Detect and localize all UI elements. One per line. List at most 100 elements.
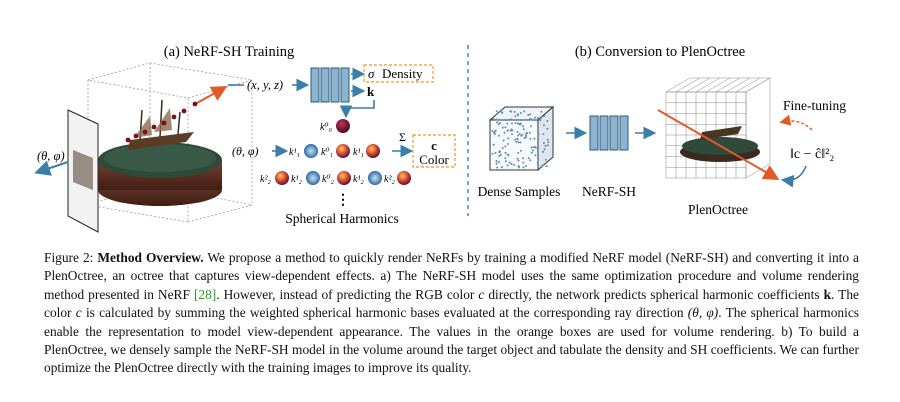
caption-bold: Method Overview.: [97, 250, 204, 265]
sample-point: [519, 149, 522, 152]
octree-cell-line: [685, 77, 711, 93]
sample-point: [511, 122, 513, 125]
sample-point: [514, 138, 517, 141]
spherical-harmonics-label: Spherical Harmonics: [285, 211, 399, 226]
mlp-block-b: [589, 115, 629, 151]
sample-point: [534, 146, 537, 149]
sample-point: [498, 155, 501, 157]
sample-point: [518, 133, 521, 136]
sample-point: [525, 165, 528, 167]
sample-point: [539, 119, 542, 122]
sample-point: [501, 126, 504, 129]
sample-point: [527, 157, 530, 160]
color-box: [412, 134, 456, 168]
sample-point: [537, 132, 540, 135]
sample-point: [519, 141, 522, 144]
octree-cell-line: [675, 77, 701, 93]
sample-point: [530, 125, 532, 128]
caption-text-6: . The spherical harmonics enable the rep…: [44, 305, 859, 376]
sample-point: [517, 151, 520, 154]
caption-label: Figure 2:: [44, 250, 94, 265]
sample-point: [518, 166, 521, 169]
fine-tuning-label: Fine-tuning: [783, 98, 846, 113]
sample-point: [509, 118, 512, 121]
sample-point: [521, 133, 524, 136]
sample-point: [495, 113, 498, 115]
fine-tuning-arrow: [779, 114, 813, 131]
sample-point: [525, 136, 528, 139]
sample-point: [530, 146, 533, 149]
sample-point: [514, 115, 517, 118]
sample-point: [495, 162, 498, 165]
density-box: [363, 64, 434, 83]
sample-point: [543, 124, 545, 127]
sample-point: [503, 131, 506, 134]
render-ray-arrow: [657, 109, 780, 180]
octree-cell-line: [705, 77, 731, 93]
sample-point: [536, 116, 539, 119]
figure-2: (a) NeRF-SH Training: [34, 44, 846, 233]
sample-point: [534, 154, 537, 157]
figure-svg: (a) NeRF-SH Training: [34, 44, 846, 233]
sample-point: [496, 121, 498, 124]
sample-point: [498, 134, 500, 137]
sample-point: [523, 110, 526, 113]
sample-point: [534, 116, 537, 119]
sample-point: [516, 122, 519, 125]
sample-point: [546, 127, 549, 130]
k-output: k: [367, 84, 375, 99]
sample-point: [492, 143, 495, 146]
ray-samples: [125, 101, 198, 143]
sample-point: [520, 134, 523, 137]
k-to-sh-arrow: [339, 100, 375, 119]
sh-row-1: k¹₁ k⁰₁ k¹₁: [289, 144, 380, 158]
sample-point: [529, 113, 532, 116]
sample-point: [522, 157, 525, 160]
citation-link[interactable]: [28]: [193, 286, 217, 302]
sample-point: [529, 159, 532, 162]
sample-point: [498, 161, 500, 164]
sample-point: [498, 122, 501, 124]
sample-point: [500, 111, 503, 114]
sample-point: [516, 130, 519, 133]
sample-point: [504, 157, 507, 160]
sample-point: [540, 165, 543, 168]
sample-point: [517, 134, 520, 137]
octree-cell-line: [725, 77, 751, 93]
theta-phi-left: (θ, φ): [37, 149, 65, 163]
sample-point: [519, 112, 522, 114]
sample-point: [540, 110, 543, 113]
caption-text-3: directly, the network predicts spherical…: [488, 286, 820, 302]
sample-point: [498, 150, 501, 153]
sh-k1-b: k⁰₁: [321, 147, 333, 158]
sample-point: [495, 118, 498, 121]
ray-arrow: [196, 86, 228, 104]
sample-point: [500, 109, 503, 112]
caption-text-2: . However, instead of predicting the RGB…: [216, 286, 475, 302]
plenoctree-label: PlenOctree: [688, 202, 748, 217]
sample-point: [519, 123, 522, 126]
sample-point: [504, 145, 507, 148]
octree-cell-line: [695, 77, 721, 93]
sample-point: [493, 131, 495, 134]
sample-point: [508, 161, 511, 164]
sample-point: [491, 152, 494, 155]
sh-k2-a: k²₂: [260, 174, 271, 185]
nerf-sh-label: NeRF-SH: [582, 184, 636, 199]
sample-point: [495, 110, 498, 113]
sample-point: [532, 149, 534, 152]
sample-point: [542, 164, 545, 166]
octree-cell-line: [715, 77, 741, 93]
sample-point: [527, 114, 530, 116]
sample-point: [542, 150, 545, 153]
dense-samples-label: Dense Samples: [478, 184, 561, 199]
sample-point: [546, 138, 549, 141]
sample-point: [536, 162, 539, 165]
sample-point: [529, 137, 532, 140]
octree-cell-line: [735, 77, 761, 93]
c-output: c: [431, 138, 437, 153]
sample-point: [546, 120, 549, 122]
sample-point: [543, 148, 546, 151]
sample-point: [514, 121, 517, 124]
sample-point: [494, 152, 497, 154]
